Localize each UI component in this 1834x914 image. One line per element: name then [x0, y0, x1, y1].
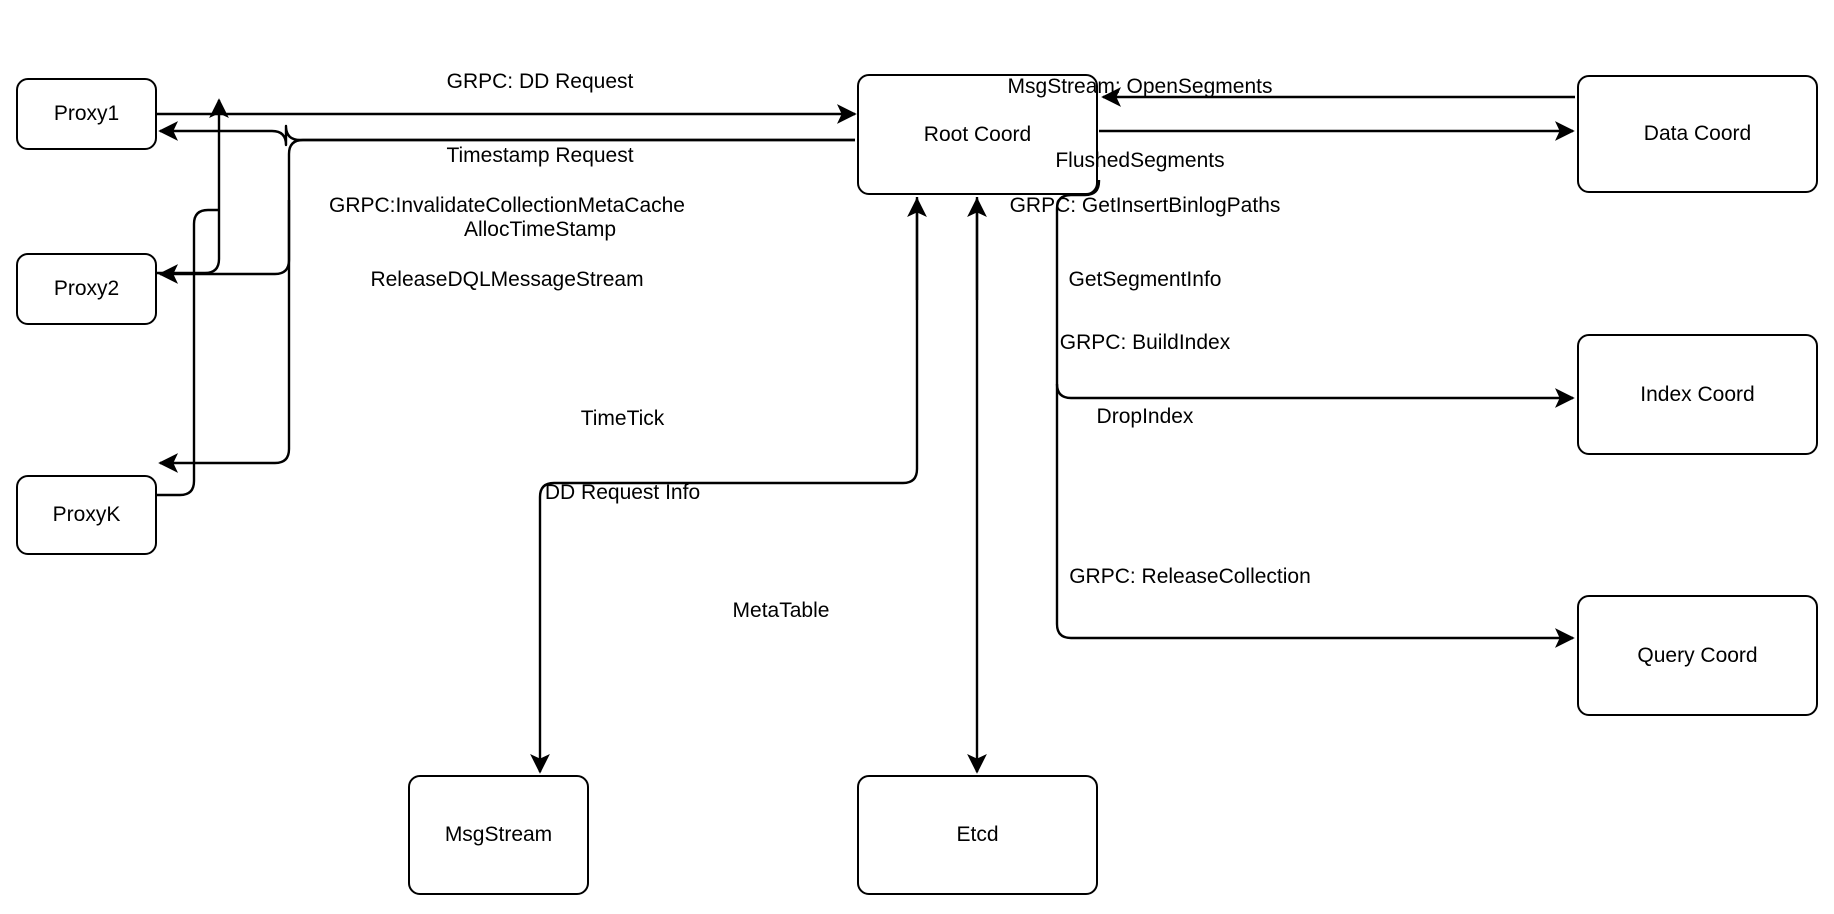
- node-query-coord-label: Query Coord: [1637, 643, 1758, 667]
- node-etcd[interactable]: Etcd: [857, 775, 1098, 895]
- node-data-coord-label: Data Coord: [1643, 122, 1752, 146]
- edge-label-line: GRPC: GetInsertBinlogPaths: [1009, 193, 1281, 217]
- edge-label-root-to-indexcoord: GRPC: BuildIndex DropIndex: [1035, 281, 1255, 479]
- edge-proxyk-to-riser: [157, 208, 219, 497]
- node-query-coord[interactable]: Query Coord: [1577, 595, 1818, 716]
- node-proxyk[interactable]: ProxyK: [16, 475, 157, 555]
- edge-rootcoord-return-trunk: [158, 138, 855, 473]
- node-index-coord[interactable]: Index Coord: [1577, 334, 1818, 455]
- node-proxyk-label: ProxyK: [52, 503, 121, 527]
- edge-label-line: Timestamp Request: [446, 143, 634, 167]
- edge-label-line: GRPC: DD Request: [446, 69, 634, 93]
- edge-label-line: GRPC: ReleaseCollection: [1069, 564, 1311, 588]
- edge-label-line: DD Request Info: [544, 480, 701, 504]
- edge-label-line: FlushedSegments: [1055, 148, 1225, 172]
- edge-label-root-to-proxy: GRPC:InvalidateCollectionMetaCache Relea…: [322, 144, 692, 342]
- node-etcd-label: Etcd: [956, 823, 999, 847]
- node-root-coord-label: Root Coord: [923, 122, 1032, 146]
- edge-label-line: MsgStream: OpenSegments: [1007, 74, 1273, 98]
- node-proxy1[interactable]: Proxy1: [16, 78, 157, 150]
- edge-label-proxy-to-root: GRPC: DD Request Timestamp Request Alloc…: [340, 20, 740, 292]
- node-data-coord[interactable]: Data Coord: [1577, 75, 1818, 193]
- edge-rootcoord-to-proxy1: [158, 121, 855, 147]
- node-proxy2-label: Proxy2: [53, 277, 120, 301]
- node-index-coord-label: Index Coord: [1640, 382, 1755, 406]
- edge-label-root-to-querycoord: GRPC: ReleaseCollection: [1030, 515, 1350, 639]
- edge-label-line: ReleaseDQLMessageStream: [370, 267, 644, 291]
- edge-label-root-to-datacoord: GRPC: GetInsertBinlogPaths GetSegmentInf…: [1000, 144, 1290, 342]
- node-msgstream-label: MsgStream: [444, 823, 553, 847]
- edge-rootcoord-to-msgstream: [530, 197, 919, 774]
- edge-label-line: GRPC:InvalidateCollectionMetaCache: [328, 193, 685, 217]
- edge-label-line: TimeTick: [580, 406, 665, 430]
- node-proxy1-label: Proxy1: [53, 102, 120, 126]
- edge-label-line: GRPC: BuildIndex: [1059, 330, 1231, 354]
- edge-label-line: DropIndex: [1096, 404, 1194, 428]
- edge-label-metatable: MetaTable: [726, 549, 836, 673]
- node-root-coord[interactable]: Root Coord: [857, 74, 1098, 195]
- node-msgstream[interactable]: MsgStream: [408, 775, 589, 895]
- edge-label-root-to-msgstream: TimeTick DD Request Info: [540, 357, 705, 555]
- edge-label-datacoord-to-root: MsgStream: OpenSegments FlushedSegments: [980, 25, 1300, 223]
- node-proxy2[interactable]: Proxy2: [16, 253, 157, 325]
- edge-rootcoord-to-indexcoord: [1055, 383, 1575, 408]
- edge-rootcoord-to-proxy2: [158, 200, 291, 284]
- edge-rootcoord-bottom-trunk: [1055, 179, 1575, 648]
- edge-label-line: MetaTable: [732, 598, 830, 622]
- edge-label-line: GetSegmentInfo: [1068, 267, 1222, 291]
- edge-proxy2-to-riser: [157, 98, 229, 275]
- edge-label-line: AllocTimeStamp: [463, 218, 617, 242]
